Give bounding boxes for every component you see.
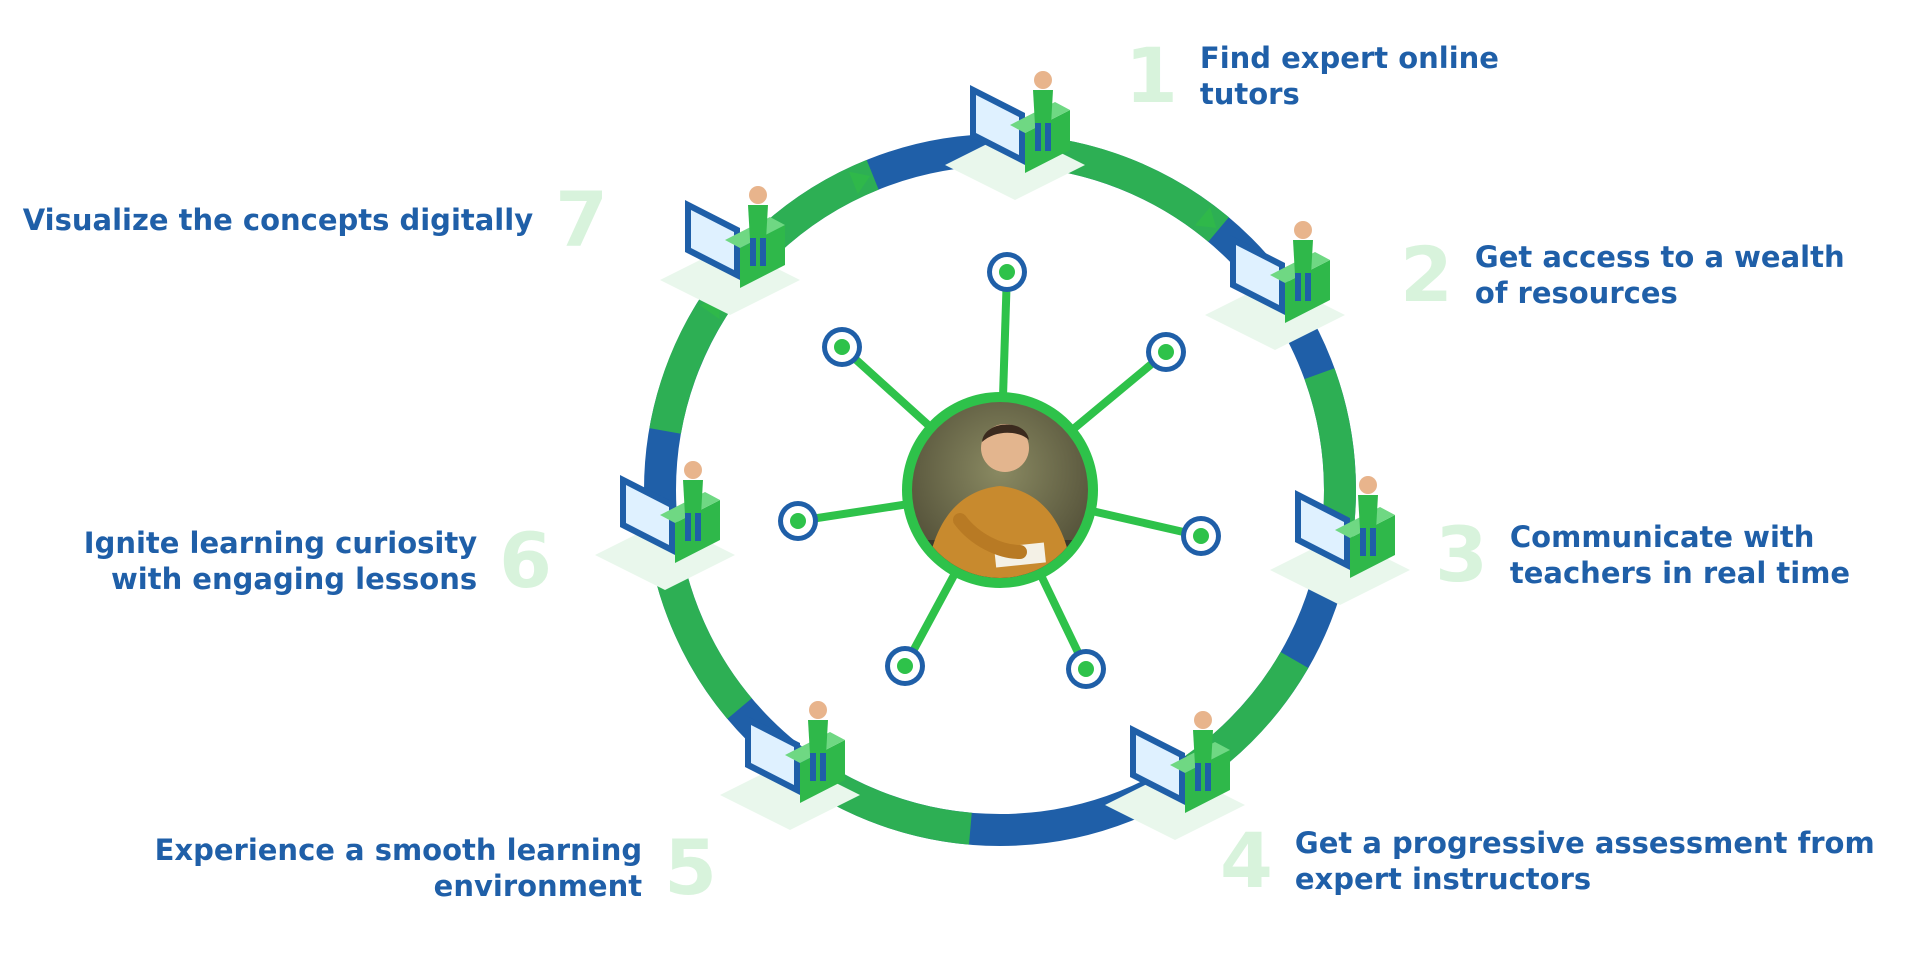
- spoke-node-dot: [834, 339, 850, 355]
- spoke-node-dot: [790, 513, 806, 529]
- ring-green-segment: [649, 285, 735, 434]
- student-at-desktop-illustration: [720, 701, 860, 830]
- books-and-devices-illustration: [1205, 221, 1345, 350]
- step-text-line: expert instructors: [1294, 862, 1592, 896]
- assessment-board-illustration: [1105, 711, 1245, 840]
- step-text-line: Ignite learning curiosity: [83, 526, 478, 560]
- step-number: 7: [555, 175, 608, 264]
- step-text-line: of resources: [1474, 276, 1678, 310]
- step-number: 5: [664, 823, 717, 912]
- step-number: 6: [499, 516, 552, 605]
- step-text-line: with engaging lessons: [110, 562, 478, 596]
- step-text-line: environment: [433, 869, 643, 903]
- step-text-line: teachers in real time: [1509, 556, 1851, 590]
- step-number: 1: [1125, 31, 1178, 120]
- step-text-line: Communicate with: [1509, 520, 1815, 554]
- step-number: 4: [1220, 816, 1273, 905]
- spoke-node-dot: [1193, 528, 1209, 544]
- curious-girl-illustration: [595, 461, 735, 590]
- video-call-teacher-illustration: [1270, 476, 1410, 605]
- center-photo: [902, 392, 1098, 588]
- spoke-node-dot: [897, 658, 913, 674]
- spoke-node-dot: [1158, 344, 1174, 360]
- step-text-line: Get access to a wealth: [1474, 240, 1845, 274]
- ring-arrow: [848, 171, 871, 194]
- step-text-line: tutors: [1199, 77, 1300, 111]
- step-text-line: Visualize the concepts digitally: [22, 203, 534, 237]
- step-text: Visualize the concepts digitally: [23, 202, 533, 238]
- step-number: 2: [1400, 230, 1453, 319]
- step-number: 3: [1435, 510, 1488, 599]
- illustrations: [595, 71, 1410, 840]
- step-text-line: Get a progressive assessment from: [1294, 826, 1875, 860]
- step-text-line: Find expert online: [1199, 41, 1499, 75]
- spoke-node-dot: [999, 264, 1015, 280]
- online-tutor-computer-illustration: [945, 71, 1085, 200]
- ring-arrow: [1194, 207, 1217, 228]
- step-text-line: Experience a smooth learning: [154, 833, 643, 867]
- ring-green-segment: [1056, 139, 1229, 242]
- laptop-study-illustration: [660, 186, 800, 315]
- spoke-node-dot: [1078, 661, 1094, 677]
